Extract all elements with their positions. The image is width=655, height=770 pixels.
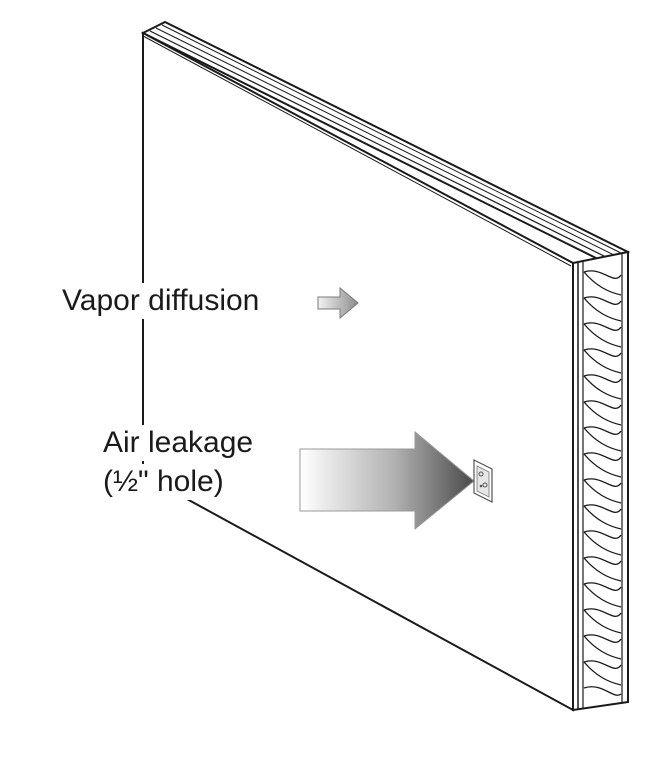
vapor-arrow-icon (317, 286, 359, 320)
hole-size-label: (½" hole) (103, 464, 228, 500)
air-leakage-label: Air leakage (103, 425, 258, 461)
vapor-diffusion-label: Vapor diffusion (62, 283, 264, 319)
wall-side-edge (572, 250, 629, 712)
wall-top-edge (140, 20, 631, 265)
air-leakage-arrow-icon (299, 430, 475, 531)
outlet-hole-icon (473, 459, 493, 503)
insulation-batt (583, 270, 622, 696)
